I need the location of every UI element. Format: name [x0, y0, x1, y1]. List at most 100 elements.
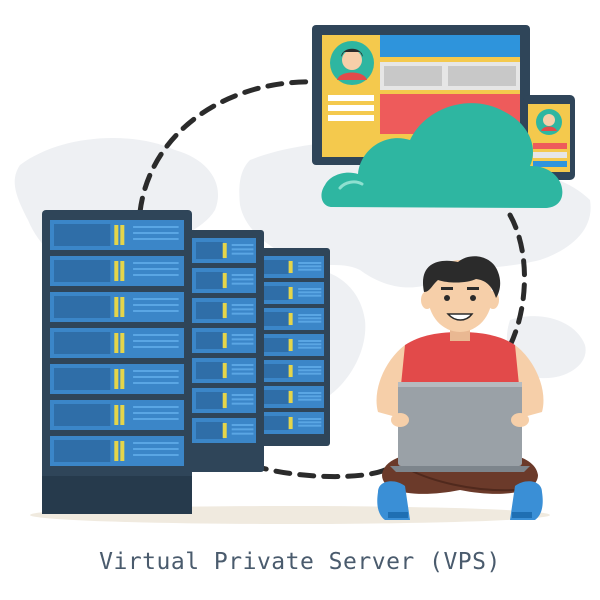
- server-rack-icon: [42, 210, 330, 514]
- rack-led: [288, 339, 293, 351]
- rack-grille: [133, 370, 179, 372]
- rack-led: [114, 297, 119, 317]
- rack-led: [114, 405, 119, 425]
- rack-led: [114, 369, 119, 389]
- rack-grille: [298, 291, 322, 294]
- rack-led: [288, 365, 293, 377]
- connection-dashed-line: [137, 79, 527, 480]
- rack-led: [222, 273, 227, 288]
- rack-grille: [133, 232, 179, 234]
- rack-grille: [133, 310, 179, 312]
- rack-grille: [133, 274, 179, 276]
- rack-led: [114, 225, 119, 245]
- rack-led: [288, 391, 293, 403]
- rack-bay: [196, 392, 223, 409]
- rack-led: [288, 287, 293, 299]
- rack-led: [288, 261, 293, 273]
- rack-grille: [231, 282, 254, 285]
- rack-led: [120, 441, 125, 461]
- rack-grille: [133, 298, 179, 300]
- rack-bay: [54, 440, 111, 462]
- rack-grille: [231, 428, 254, 431]
- rack-bay: [196, 422, 223, 439]
- phone-icon: [523, 95, 575, 180]
- rack-bay: [54, 260, 111, 282]
- rack-led: [222, 333, 227, 348]
- rack-grille: [298, 392, 322, 394]
- rack-grille: [133, 268, 179, 270]
- rack-grille: [298, 346, 322, 349]
- cloud-icon: [321, 103, 563, 208]
- rack-bay: [260, 260, 289, 274]
- rack-led: [120, 333, 125, 353]
- rack-bay: [54, 332, 111, 354]
- rack-grille: [298, 268, 322, 271]
- rack-led: [120, 297, 125, 317]
- rack-grille: [133, 262, 179, 264]
- rack-grille: [298, 343, 322, 346]
- rack-grille: [231, 342, 254, 345]
- rack-led: [120, 369, 125, 389]
- rack-led: [222, 303, 227, 318]
- rack-led: [120, 225, 125, 245]
- rack-grille: [231, 308, 254, 311]
- rack-bay: [196, 362, 223, 379]
- rack-grille: [133, 412, 179, 414]
- rack-grille: [133, 442, 179, 444]
- rack-grille: [298, 395, 322, 398]
- rack-grille: [298, 421, 322, 424]
- rack-grille: [298, 372, 322, 375]
- rack-grille: [231, 394, 254, 396]
- rack-grille: [231, 338, 254, 341]
- rack-led: [120, 261, 125, 281]
- rack-bay: [54, 404, 111, 426]
- rack-grille: [231, 398, 254, 401]
- rack-bay: [196, 272, 223, 289]
- rack-grille: [231, 334, 254, 336]
- rack-grille: [298, 418, 322, 420]
- rack-grille: [298, 262, 322, 264]
- rack-grille: [133, 346, 179, 348]
- rack-grille: [298, 398, 322, 401]
- rack-grille: [231, 278, 254, 281]
- rack-bay: [54, 224, 111, 246]
- rack-grille: [298, 265, 322, 268]
- rack-grille: [133, 454, 179, 456]
- rack-grille: [231, 372, 254, 375]
- rack-bay: [260, 286, 289, 300]
- rack-grille: [231, 244, 254, 246]
- laptop-icon: [390, 382, 530, 472]
- rack-grille: [133, 334, 179, 336]
- rack-bay: [196, 242, 223, 259]
- rack-led: [114, 441, 119, 461]
- rack-grille: [298, 424, 322, 427]
- rack-grille: [231, 304, 254, 306]
- rack-grille: [133, 304, 179, 306]
- rack-grille: [133, 382, 179, 384]
- rack-led: [120, 405, 125, 425]
- rack-bay: [260, 390, 289, 404]
- rack-led: [222, 363, 227, 378]
- rack-led: [114, 333, 119, 353]
- rack-grille: [133, 406, 179, 408]
- caption-title: Virtual Private Server (VPS): [99, 549, 501, 575]
- rack-grille: [231, 424, 254, 426]
- rack-grille: [133, 340, 179, 342]
- rack-grille: [298, 369, 322, 372]
- rack-grille: [133, 376, 179, 378]
- rack-grille: [231, 368, 254, 371]
- rack-grille: [231, 364, 254, 366]
- rack-led: [288, 313, 293, 325]
- rack-grille: [298, 314, 322, 316]
- rack-grille: [298, 288, 322, 290]
- rack-grille: [133, 448, 179, 450]
- rack-grille: [133, 238, 179, 240]
- rack-led: [222, 393, 227, 408]
- rack-grille: [231, 432, 254, 435]
- rack-grille: [298, 320, 322, 323]
- rack-bay: [260, 364, 289, 378]
- rack-bay: [54, 296, 111, 318]
- rack-bay: [196, 302, 223, 319]
- rack-grille: [133, 418, 179, 420]
